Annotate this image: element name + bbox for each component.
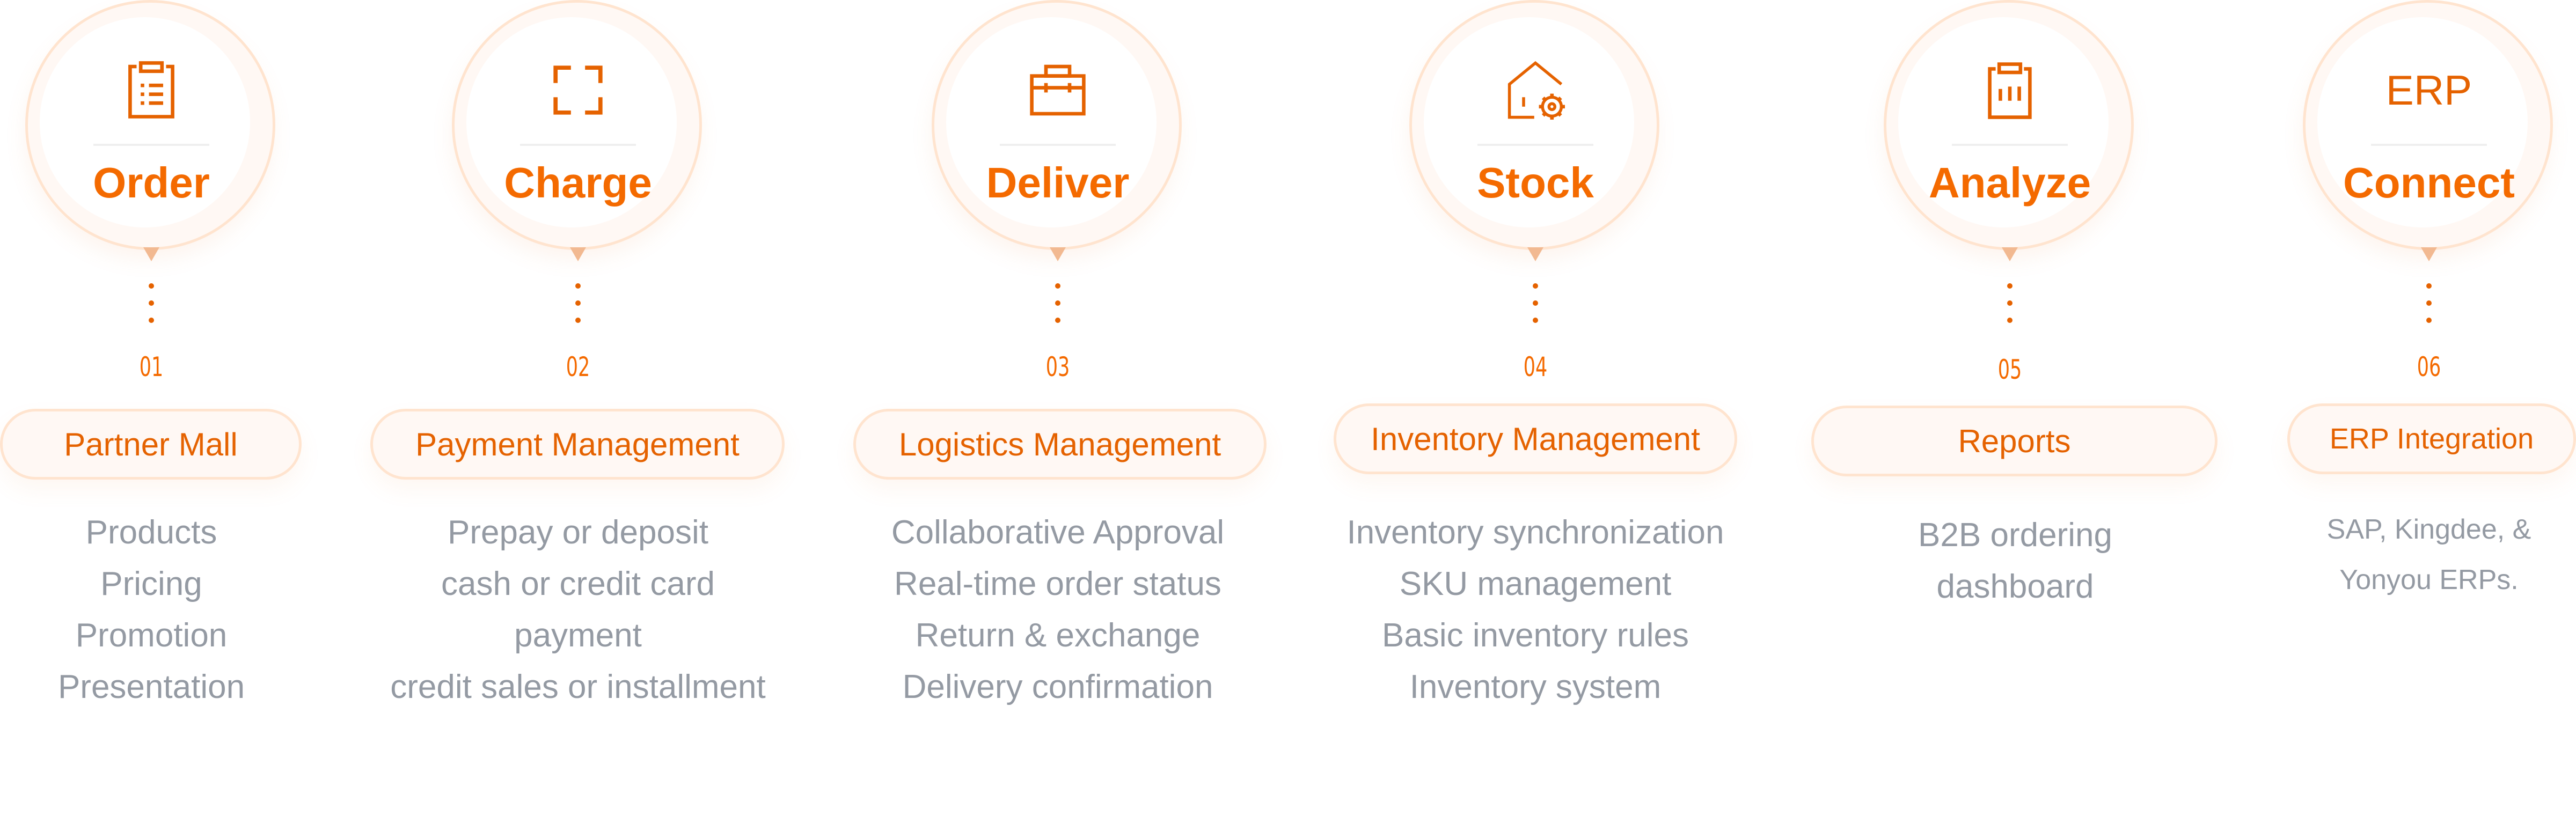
step-circle: Charge [449, 0, 707, 268]
step-title: Charge [504, 159, 652, 207]
pill-logistics-management[interactable]: Logistics Management [853, 409, 1267, 480]
toolbox-icon [929, 58, 1187, 122]
step-title: Order [93, 159, 210, 207]
step-description: SAP, Kingdee, & Yonyou ERPs. [2268, 504, 2576, 605]
clipboard-chart-icon [1881, 58, 2139, 122]
circle-divider [93, 144, 209, 146]
erp-icon-label: ERP [2385, 67, 2472, 114]
pill-reports[interactable]: Reports [1811, 406, 2218, 476]
description-line: Inventory synchronization [1346, 514, 1724, 551]
step-number: 05 [1997, 354, 2022, 385]
circle-divider [2371, 144, 2487, 146]
step-description: Prepay or deposit cash or credit card pa… [363, 507, 793, 713]
pointer-triangle [1050, 247, 1066, 261]
step-title: Stock [1477, 159, 1594, 207]
step-circle: Deliver [929, 0, 1187, 268]
pointer-triangle [2421, 247, 2437, 261]
step-title: Connect [2343, 159, 2515, 207]
pointer-triangle [1527, 247, 1543, 261]
pill-partner-mall[interactable]: Partner Mall [0, 409, 302, 480]
step-description: Products Pricing Promotion Presentation [44, 507, 259, 713]
step-circle: Order [23, 0, 280, 268]
circle-divider [1477, 144, 1593, 146]
description-line: SKU management [1399, 565, 1672, 602]
circle-divider [520, 144, 636, 146]
clipboard-list-icon [23, 58, 280, 122]
step-number: 03 [1045, 351, 1070, 382]
step-description: B2B ordering dashboard [1801, 510, 2230, 613]
description-line: Inventory system [1409, 668, 1662, 705]
circle-divider [1000, 144, 1116, 146]
description-line: Collaborative Approval [891, 514, 1225, 551]
step-number: 04 [1523, 351, 1548, 382]
dotted-connector [1055, 283, 1061, 335]
pointer-triangle [143, 247, 159, 261]
description-line: Return & exchange [915, 617, 1201, 654]
circle-divider [1952, 144, 2068, 146]
pill-payment-management[interactable]: Payment Management [370, 409, 785, 480]
description-line: SAP, Kingdee, & [2326, 514, 2531, 545]
description-line: payment [514, 617, 642, 654]
step-circle: Stock [1407, 0, 1664, 268]
dotted-connector [148, 283, 155, 335]
description-line: Delivery confirmation [902, 668, 1213, 705]
step-number: 01 [139, 351, 164, 382]
erp-text-icon: ERP [2300, 58, 2558, 122]
description-line: Promotion [75, 617, 228, 654]
description-line: B2B ordering [1918, 517, 2112, 554]
pointer-triangle [2002, 247, 2018, 261]
description-line: credit sales or installment [390, 668, 766, 705]
description-line: Yonyou ERPs. [2339, 564, 2519, 595]
warehouse-gear-icon [1407, 58, 1664, 122]
description-line: Products [85, 514, 217, 551]
step-title: Analyze [1928, 159, 2091, 207]
pill-erp-integration[interactable]: ERP Integration [2287, 403, 2576, 474]
description-line: cash or credit card [441, 565, 715, 602]
scan-frame-icon [449, 58, 707, 122]
dotted-connector [2426, 283, 2432, 335]
step-description: Inventory synchronization SKU management… [1321, 507, 1750, 713]
step-number: 02 [566, 351, 590, 382]
step-number: 06 [2417, 351, 2441, 382]
step-circle: Analyze [1881, 0, 2139, 268]
pointer-triangle [570, 247, 586, 261]
dotted-connector [1532, 283, 1539, 335]
step-title: Deliver [986, 159, 1130, 207]
description-line: Presentation [57, 668, 245, 705]
step-circle: ERP Connect [2300, 0, 2558, 268]
pill-inventory-management[interactable]: Inventory Management [1334, 403, 1737, 474]
step-description: Collaborative Approval Real-time order s… [843, 507, 1272, 713]
description-line: Basic inventory rules [1381, 617, 1689, 654]
description-line: dashboard [1936, 568, 2094, 605]
description-line: Prepay or deposit [448, 514, 708, 551]
dotted-connector [2007, 283, 2013, 335]
dotted-connector [575, 283, 581, 335]
description-line: Pricing [100, 565, 202, 602]
description-line: Real-time order status [894, 565, 1221, 602]
